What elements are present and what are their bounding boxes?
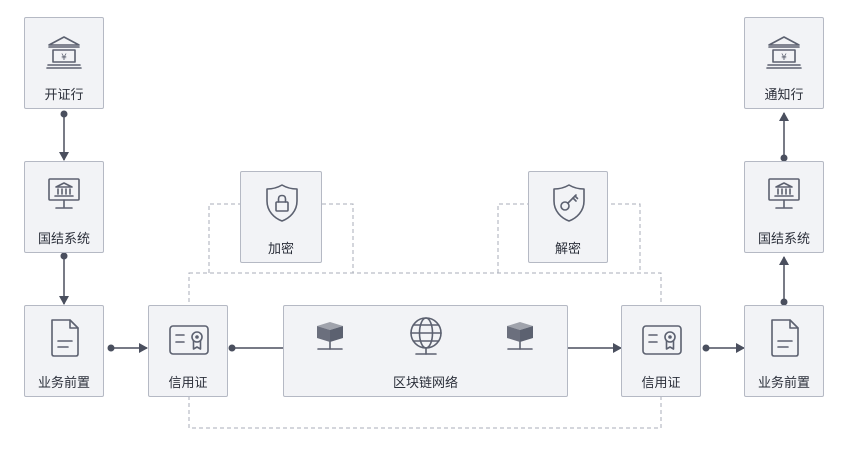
edge-dot [228, 344, 236, 352]
node-label: 开证行 [44, 88, 84, 103]
edge-dot [60, 110, 68, 118]
monitor-bank-icon [48, 178, 80, 209]
server-box-icon [317, 322, 343, 350]
document-icon [771, 319, 799, 357]
node-decrypt: 解密 [528, 171, 608, 263]
monitor-bank-icon [768, 178, 800, 209]
node-label: 通知行 [764, 88, 804, 103]
node-label: 业务前置 [757, 376, 810, 391]
node-label: 区块链网络 [392, 376, 458, 391]
edge-dot [60, 252, 68, 260]
edge-dot [702, 344, 710, 352]
node-credit-letter-right: 信用证 [621, 305, 701, 397]
node-issuing-bank: ¥ 开证行 [24, 17, 104, 109]
node-advising-bank: ¥ 通知行 [744, 17, 824, 109]
shield-lock-icon [266, 184, 298, 222]
node-label: 国结系统 [757, 232, 810, 247]
server-box-icon [507, 322, 533, 350]
node-national-system-right: 国结系统 [744, 161, 824, 253]
node-business-front-right: 业务前置 [744, 305, 824, 397]
certificate-icon [169, 325, 209, 355]
edge-dot [107, 344, 115, 352]
node-label: 解密 [554, 242, 581, 257]
node-label: 加密 [267, 242, 294, 257]
node-blockchain-network: 区块链网络 [283, 305, 568, 397]
node-label: 国结系统 [37, 232, 90, 247]
shield-key-icon [553, 184, 585, 222]
node-national-system-left: 国结系统 [24, 161, 104, 253]
document-icon [51, 319, 79, 357]
node-business-front-left: 业务前置 [24, 305, 104, 397]
yen-symbol: ¥ [781, 53, 787, 63]
bank-icon: ¥ [46, 36, 82, 69]
edge-dot [780, 298, 788, 306]
node-encrypt: 加密 [240, 171, 322, 263]
node-label: 信用证 [168, 376, 208, 391]
node-label: 信用证 [641, 376, 681, 391]
yen-symbol: ¥ [61, 53, 67, 63]
bank-icon: ¥ [766, 36, 802, 69]
node-label: 业务前置 [37, 376, 90, 391]
node-credit-letter-left: 信用证 [148, 305, 228, 397]
globe-network-icon [410, 317, 442, 355]
certificate-icon [642, 325, 682, 355]
edge-dot [780, 154, 788, 162]
